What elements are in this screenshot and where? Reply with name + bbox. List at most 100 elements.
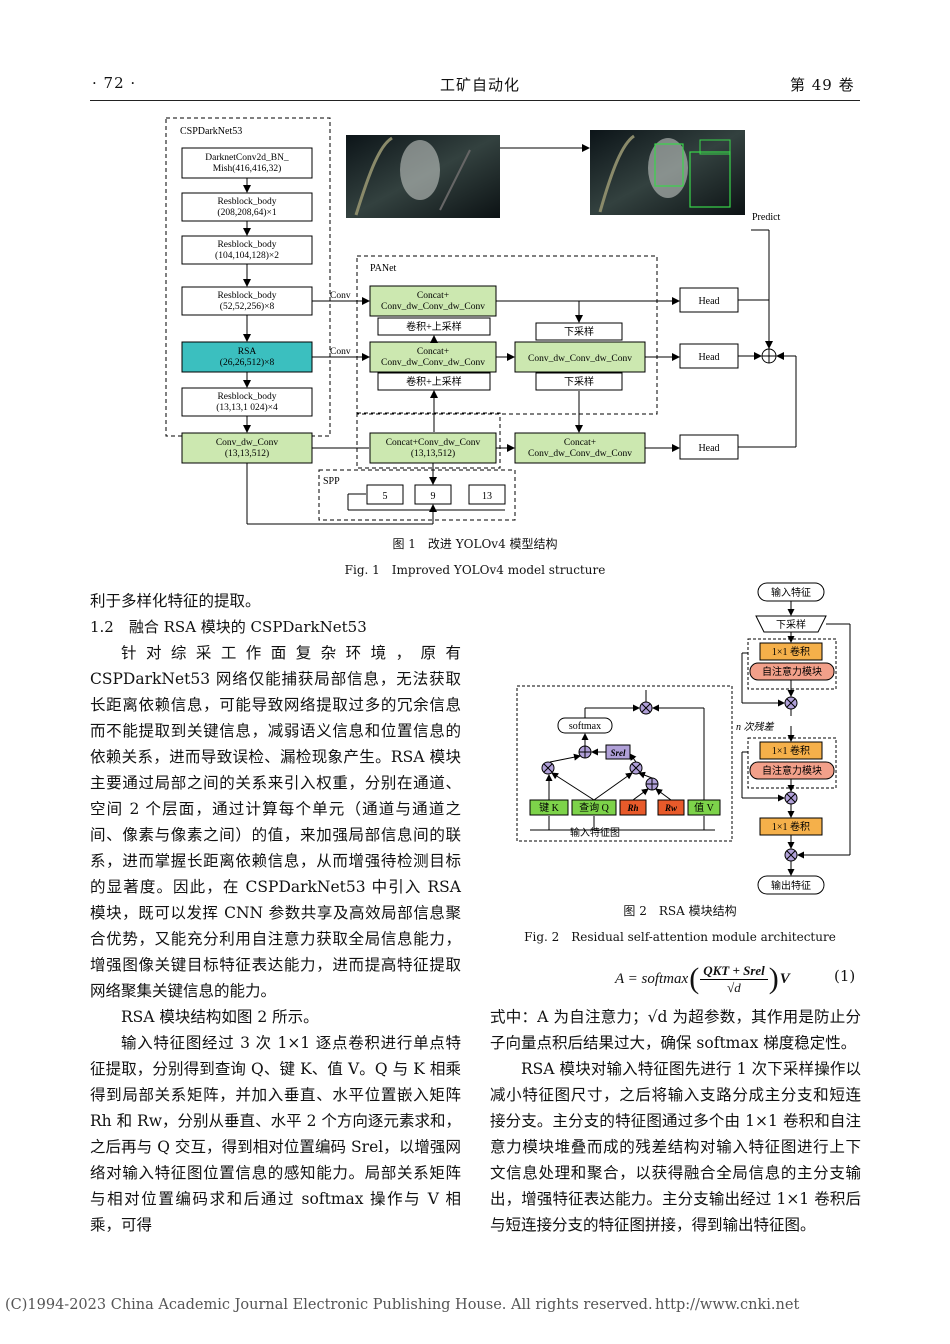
input-image bbox=[346, 135, 500, 218]
upsample-2-text: 卷积+上采样 bbox=[406, 375, 462, 388]
downsample-1: 下采样 bbox=[535, 322, 623, 341]
head-2-text: Head bbox=[698, 352, 719, 363]
backbone-block-5-text: Resblock_body(13,13,1 024)×4 bbox=[216, 392, 278, 413]
journal-name: 工矿自动化 bbox=[440, 76, 521, 94]
mid-block-text: Conv_dw_Conv_dw_Conv bbox=[528, 354, 632, 364]
section-title: 1.2 融合 RSA 模块的 CSPDarkNet53 bbox=[90, 618, 367, 636]
text-line: Resblock_body bbox=[217, 197, 276, 207]
paragraph-1: 针对综采工作面复杂环境，原有 CSPDarkNet53 网络仅能捕获局部信息，无… bbox=[90, 644, 461, 1000]
backbone-label: CSPDarkNet53 bbox=[180, 126, 242, 137]
detail-frame bbox=[516, 685, 733, 842]
footer-url[interactable]: http://www.cnki.net bbox=[655, 1297, 800, 1313]
fig2-mul-left bbox=[541, 761, 555, 775]
spp-pool-0: 5 bbox=[366, 484, 404, 505]
backbone-block-2-text: Resblock_body(104,104,128)×2 bbox=[215, 240, 279, 261]
fig2-downsample-text: 下采样 bbox=[776, 618, 806, 631]
fig2-rh: Rh bbox=[619, 799, 647, 816]
concat-block-2-text: Concat+Conv_dw_Conv_dw_Conv bbox=[381, 347, 485, 368]
text-line: Resblock_body bbox=[217, 291, 276, 301]
fig2-softmax-text: softmax bbox=[569, 721, 601, 732]
formula-numerator: QKT + Srel bbox=[700, 963, 768, 980]
text-line: (13,13,512) bbox=[411, 448, 455, 459]
head-2: Head bbox=[679, 343, 739, 369]
downsample-2: 下采样 bbox=[535, 372, 623, 391]
right-concat-block: Concat+Conv_dw_Conv_dw_Conv bbox=[514, 432, 646, 464]
fig2-input-text: 输入特征 bbox=[771, 586, 811, 599]
formula-1: A = softmax ( QKT + Srel √d ) V bbox=[615, 956, 790, 1002]
backbone-block-3-text: Resblock_body(52,52,256)×8 bbox=[217, 291, 276, 312]
text-line: Concat+ bbox=[417, 347, 449, 357]
fig2-caption-en: Fig. 2 Residual self-attention module ar… bbox=[524, 930, 836, 944]
figure-1: CSPDarkNet53 DarknetConv2d_BN_Mish(416,4… bbox=[165, 117, 797, 525]
fig2-mul-3 bbox=[784, 848, 798, 862]
upsample-1-text: 卷积+上采样 bbox=[406, 320, 462, 333]
fig2-attn-2: 自注意力模块 bbox=[749, 761, 835, 780]
fig2-mul-2 bbox=[784, 791, 798, 805]
fig2-add-1 bbox=[578, 745, 592, 759]
fig2-conv-2-text: 1×1 卷积 bbox=[772, 744, 810, 757]
text-line: Concat+ bbox=[564, 438, 596, 448]
fig2-mul-right bbox=[629, 761, 643, 775]
spp-concat-block: Concat+Conv_dw_Conv(13,13,512) bbox=[369, 432, 497, 464]
backbone-block-0-text: DarknetConv2d_BN_Mish(416,416,32) bbox=[205, 153, 289, 174]
fig2-srel: Srel bbox=[605, 744, 631, 760]
fig2-output-text: 输出特征 bbox=[771, 879, 811, 892]
text-line: (13,13,1 024)×4 bbox=[216, 402, 278, 413]
text-line: Concat+ bbox=[417, 291, 449, 301]
spp-pool-1: 9 bbox=[414, 484, 452, 505]
formula-fraction: QKT + Srel √d bbox=[700, 963, 768, 996]
header-rule bbox=[90, 100, 860, 101]
rsa-block: RSA(26,26,512)×8 bbox=[181, 341, 313, 373]
fig2-mul-1 bbox=[784, 696, 798, 710]
fig2-query: 查询 Q bbox=[571, 799, 617, 816]
text-line: Mish(416,416,32) bbox=[213, 163, 282, 174]
text-line: (52,52,256)×8 bbox=[220, 301, 275, 312]
text-line: Resblock_body bbox=[217, 392, 276, 402]
paragraph-3: 输入特征图经过 3 次 1×1 逐点卷积进行单点特征提取，分别得到查询 Q、键 … bbox=[90, 1034, 461, 1234]
downsample-1-text: 下采样 bbox=[564, 325, 594, 338]
formula-paren-close: ) bbox=[768, 962, 779, 995]
formula-denominator: √d bbox=[727, 979, 741, 995]
fig2-softmax: softmax bbox=[557, 717, 613, 734]
conv-label-2: Conv bbox=[330, 347, 351, 357]
upsample-2: 卷积+上采样 bbox=[377, 372, 491, 391]
paragraph-4: 式中：A 为自注意力；√d 为超参数，其作用是防止分子向量点积后结果过大，确保 … bbox=[490, 1008, 861, 1052]
fig2-value: 值 V bbox=[687, 799, 721, 816]
fig2-value-text: 值 V bbox=[694, 801, 715, 814]
predict-label: Predict bbox=[752, 212, 781, 223]
fig2-conv-2: 1×1 卷积 bbox=[759, 741, 823, 760]
concat-block-1: Concat+Conv_dw_Conv_dw_Conv bbox=[369, 285, 497, 317]
head-3-text: Head bbox=[698, 443, 719, 454]
backbone-block-1: Resblock_body(208,208,64)×1 bbox=[181, 192, 313, 222]
right-column: 式中：A 为自注意力；√d 为超参数，其作用是防止分子向量点积后结果过大，确保 … bbox=[490, 1004, 861, 1238]
text-line: (104,104,128)×2 bbox=[215, 250, 279, 261]
spp-concat-frame bbox=[356, 412, 501, 469]
panet-frame bbox=[356, 255, 658, 415]
fig2-rw-text: Rw bbox=[664, 803, 678, 813]
backbone-blocks: DarknetConv2d_BN_Mish(416,416,32) Resblo… bbox=[181, 147, 313, 417]
paragraph-2: RSA 模块结构如图 2 所示。 bbox=[121, 1008, 319, 1026]
text-line: Resblock_body bbox=[217, 240, 276, 250]
paragraph-5: RSA 模块对输入特征图先进行 1 次下采样操作以减小特征图尺寸，之后将输入支路… bbox=[490, 1060, 861, 1234]
backbone-block-0: DarknetConv2d_BN_Mish(416,416,32) bbox=[181, 147, 313, 179]
fig1-caption-cn: 图 1 改进 YOLOv4 模型结构 bbox=[392, 537, 558, 551]
upsample-1: 卷积+上采样 bbox=[377, 317, 491, 336]
formula-tail: V bbox=[779, 970, 790, 987]
fig2-key: 键 K bbox=[529, 799, 569, 816]
paragraph-0: 利于多样化特征的提取。 bbox=[90, 592, 261, 610]
fig2-input: 输入特征 bbox=[757, 582, 825, 602]
text-line: Conv_dw_Conv bbox=[216, 438, 279, 448]
sum-node bbox=[761, 348, 777, 364]
left-column: 利于多样化特征的提取。 1.2 融合 RSA 模块的 CSPDarkNet53 … bbox=[90, 588, 461, 1238]
formula-number: (1) bbox=[834, 967, 856, 985]
spp-frame bbox=[318, 469, 516, 521]
conv-dw-conv-text: Conv_dw_Conv(13,13,512) bbox=[216, 438, 279, 459]
backbone-block-1-text: Resblock_body(208,208,64)×1 bbox=[217, 197, 276, 218]
fig2-conv-3-text: 1×1 卷积 bbox=[772, 820, 810, 833]
fig2-output: 输出特征 bbox=[757, 875, 825, 895]
fig2-key-text: 键 K bbox=[539, 801, 560, 814]
head-1: Head bbox=[679, 287, 739, 313]
backbone-block-5: Resblock_body(13,13,1 024)×4 bbox=[181, 387, 313, 417]
backbone-block-2: Resblock_body(104,104,128)×2 bbox=[181, 235, 313, 265]
